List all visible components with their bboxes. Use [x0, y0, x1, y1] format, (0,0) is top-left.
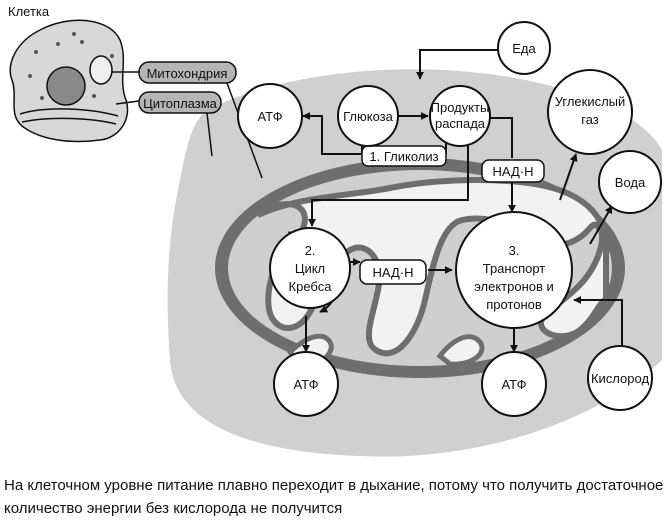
atp-krebs-node [273, 351, 339, 417]
food-label: Еда [512, 41, 536, 56]
water-node [598, 150, 662, 214]
atp-top-node [237, 83, 303, 149]
nadh-upper-label: НАД·Н [492, 164, 533, 179]
node-circles [237, 21, 662, 417]
cyto-pointer-line [206, 112, 213, 157]
oxygen-node [587, 345, 653, 411]
mitochondria-label-box [138, 61, 237, 84]
glucose-label: Глюкоза [343, 109, 394, 124]
co2-node [547, 69, 633, 155]
food-node [497, 21, 551, 75]
krebs-label-line1: 2. [305, 243, 316, 258]
transport-label-line3: электронов и [474, 279, 554, 294]
transport-node [455, 211, 573, 329]
products-node [429, 85, 491, 147]
atp-top-label: АТФ [257, 109, 282, 124]
nadh-middle-label: НАД·Н [372, 265, 413, 280]
krebs-label-line3: Кребса [289, 279, 333, 294]
glycolysis-label-box [361, 145, 447, 167]
arrow-glycolysis-to-atp [302, 112, 362, 155]
arrow-products-to-nadh [490, 117, 513, 158]
krebs-label-line2: Цикл [295, 261, 325, 276]
oxygen-label: Кислород [591, 371, 649, 386]
transport-label-line1: 3. [509, 243, 520, 258]
arrow-products-to-krebs [308, 146, 469, 227]
co2-label-line2: газ [581, 112, 599, 127]
cytoplasm-label-box [138, 91, 222, 114]
cell-er-lines [19, 108, 119, 125]
arrow-to-water [589, 205, 613, 245]
cell-nucleus [46, 66, 86, 106]
krebs-node [269, 227, 351, 309]
glycolysis-label: 1. Гликолиз [369, 149, 438, 164]
cellular-respiration-diagram: Клетка Митохондрия Цитоплазма 1. Гликоли… [8, 4, 662, 457]
nadh-upper-box [481, 159, 545, 183]
co2-label-line1: Углекислый [555, 94, 626, 109]
arrow-oxygen-to-transport [573, 296, 623, 348]
glucose-node [337, 85, 399, 147]
transport-label-line4: протонов [486, 297, 542, 312]
figure-caption: На клеточном уровне питание плавно перех… [4, 477, 664, 517]
water-label: Вода [615, 175, 646, 190]
products-label-line1: Продукты [431, 100, 490, 115]
cytoplasm-label: Цитоплазма [143, 96, 218, 111]
cell-granules [28, 32, 114, 100]
transport-label-line2: Транспорт [483, 261, 546, 276]
arrow-to-co2 [559, 153, 578, 201]
cell-title: Клетка [8, 4, 50, 19]
products-label-line2: распада [435, 116, 486, 131]
atp-transport-label: АТФ [501, 377, 526, 392]
atp-transport-node [481, 351, 547, 417]
arrow-food-to-products [416, 49, 498, 80]
atp-krebs-label: АТФ [293, 377, 318, 392]
nadh-middle-box [359, 259, 427, 285]
mitochondria-label: Митохондрия [147, 66, 228, 81]
cell-mitochondrion-icon [89, 55, 113, 85]
cyto-leader-line [115, 100, 140, 105]
